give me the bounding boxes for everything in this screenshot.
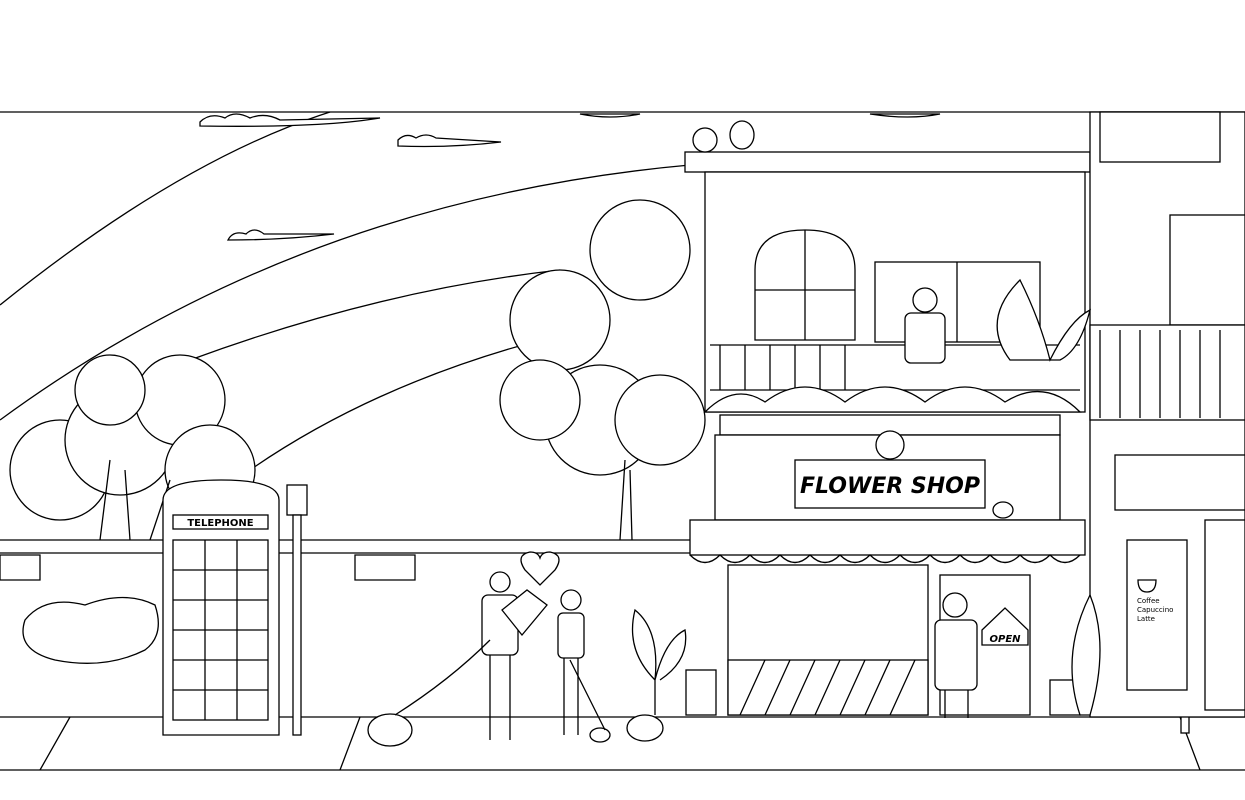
graffiti <box>22 596 159 664</box>
sky-arcs <box>0 111 691 471</box>
right-building: Coffee Capuccino Latte <box>1089 111 1245 718</box>
open-sign: OPEN <box>989 634 1021 645</box>
coffee-cup-icon <box>1137 579 1157 593</box>
shop-sign-board <box>794 459 986 509</box>
menu-item: Latte <box>1137 615 1155 623</box>
telephone-sign: TELEPHONE <box>187 518 253 529</box>
telephone-booth: TELEPHONE <box>162 479 280 736</box>
shop-sign: FLOWER SHOP <box>800 474 980 499</box>
menu-item: Capuccino <box>1137 606 1173 614</box>
awning <box>689 519 1086 556</box>
clouds <box>199 113 941 241</box>
flower-box <box>703 386 1082 413</box>
cafe-menu-board <box>1126 539 1188 691</box>
menu-item: Coffee <box>1137 597 1160 605</box>
flower-shop-building: FLOWER SHOP <box>684 151 1091 716</box>
middle-trees <box>499 199 706 541</box>
people <box>481 287 978 740</box>
bouquet <box>501 589 548 637</box>
open-sign-hanger: OPEN <box>981 607 1029 646</box>
heart-sign <box>520 551 560 586</box>
plants <box>631 278 1101 716</box>
flower-emblem <box>875 430 905 460</box>
animals <box>367 120 1014 747</box>
